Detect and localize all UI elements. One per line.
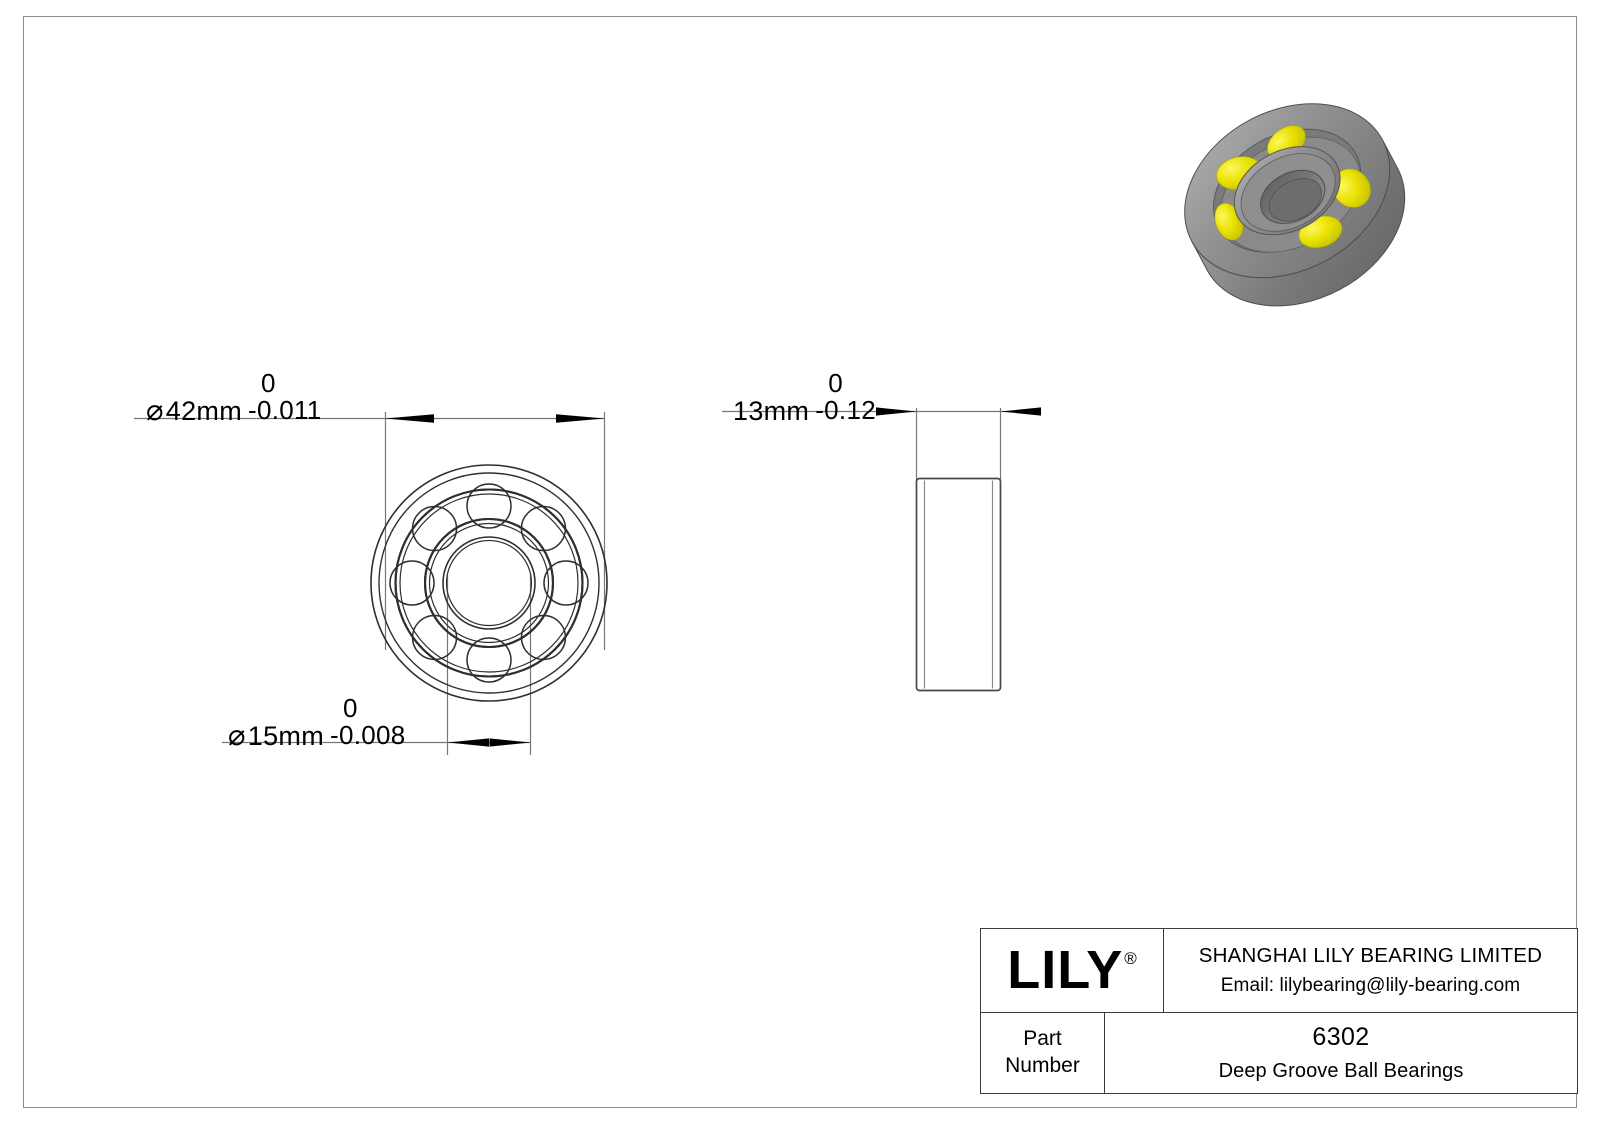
logo-cell: LILY ®: [981, 929, 1164, 1012]
diameter-symbol-bore: ⌀: [228, 719, 246, 752]
part-number-label-cell: Part Number: [981, 1013, 1105, 1093]
tolerance-upper-width: 0: [828, 368, 843, 398]
logo-text: LILY: [1007, 939, 1124, 1000]
tolerance-lower-bore: -0.008: [329, 720, 406, 751]
title-block: LILY ® SHANGHAI LILY BEARING LIMITED Ema…: [980, 928, 1578, 1094]
tolerance-pair-outer: 0 -0.011: [247, 368, 322, 426]
part-number-value-cell: 6302 Deep Groove Ball Bearings: [1105, 1013, 1577, 1093]
tolerance-upper-outer: 0: [260, 368, 276, 398]
diameter-symbol-outer: ⌀: [146, 394, 164, 427]
lily-logo: LILY ®: [1007, 939, 1137, 1000]
dimension-value-width: 13mm: [733, 395, 810, 426]
title-block-top-row: LILY ® SHANGHAI LILY BEARING LIMITED Ema…: [981, 929, 1577, 1013]
tolerance-lower-outer: -0.011: [247, 395, 322, 426]
company-info-cell: SHANGHAI LILY BEARING LIMITED Email: lil…: [1164, 929, 1577, 1012]
part-number-value: 6302: [1312, 1023, 1370, 1051]
part-label-line1: Part: [1023, 1027, 1062, 1051]
tolerance-pair-width: 0 -0.12: [815, 368, 876, 426]
dimension-label-width: 13mm 0 -0.12: [733, 368, 876, 427]
dimension-label-bore-diameter: ⌀ 15mm 0 -0.008: [228, 693, 406, 752]
part-label-line2: Number: [1005, 1054, 1080, 1077]
title-block-bottom-row: Part Number 6302 Deep Groove Ball Bearin…: [981, 1013, 1577, 1093]
company-email: Email: lilybearing@lily-bearing.com: [1220, 975, 1521, 996]
tolerance-pair-bore: 0 -0.008: [329, 693, 406, 751]
page-border-frame: [23, 16, 1577, 1108]
company-name: SHANGHAI LILY BEARING LIMITED: [1198, 944, 1543, 967]
part-description: Deep Groove Ball Bearings: [1218, 1060, 1464, 1082]
tolerance-lower-width: -0.12: [815, 395, 876, 426]
dimension-label-outer-diameter: ⌀ 42mm 0 -0.011: [146, 368, 322, 427]
dimension-value-bore: 15mm: [247, 720, 324, 751]
tolerance-upper-bore: 0: [342, 693, 358, 723]
registered-trademark-icon: ®: [1124, 948, 1137, 968]
dimension-value-outer: 42mm: [165, 395, 242, 426]
